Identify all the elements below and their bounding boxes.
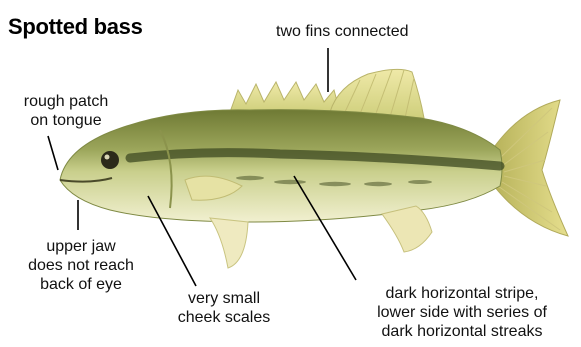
leader-tongue: [48, 136, 58, 170]
label-two-fins-connected: two fins connected: [276, 22, 409, 41]
eye: [101, 151, 119, 169]
label-cheek-scales: very small cheek scales: [164, 289, 284, 327]
diagram-title: Spotted bass: [8, 14, 143, 40]
spiny-dorsal-fin: [230, 82, 340, 112]
pelvic-fin: [210, 218, 248, 268]
label-upper-jaw: upper jaw does not reach back of eye: [16, 237, 146, 294]
label-rough-patch-on-tongue: rough patch on tongue: [8, 92, 124, 130]
label-horizontal-stripe: dark horizontal stripe, lower side with …: [344, 284, 580, 341]
anal-fin: [382, 206, 432, 252]
fish-body: [60, 110, 502, 222]
